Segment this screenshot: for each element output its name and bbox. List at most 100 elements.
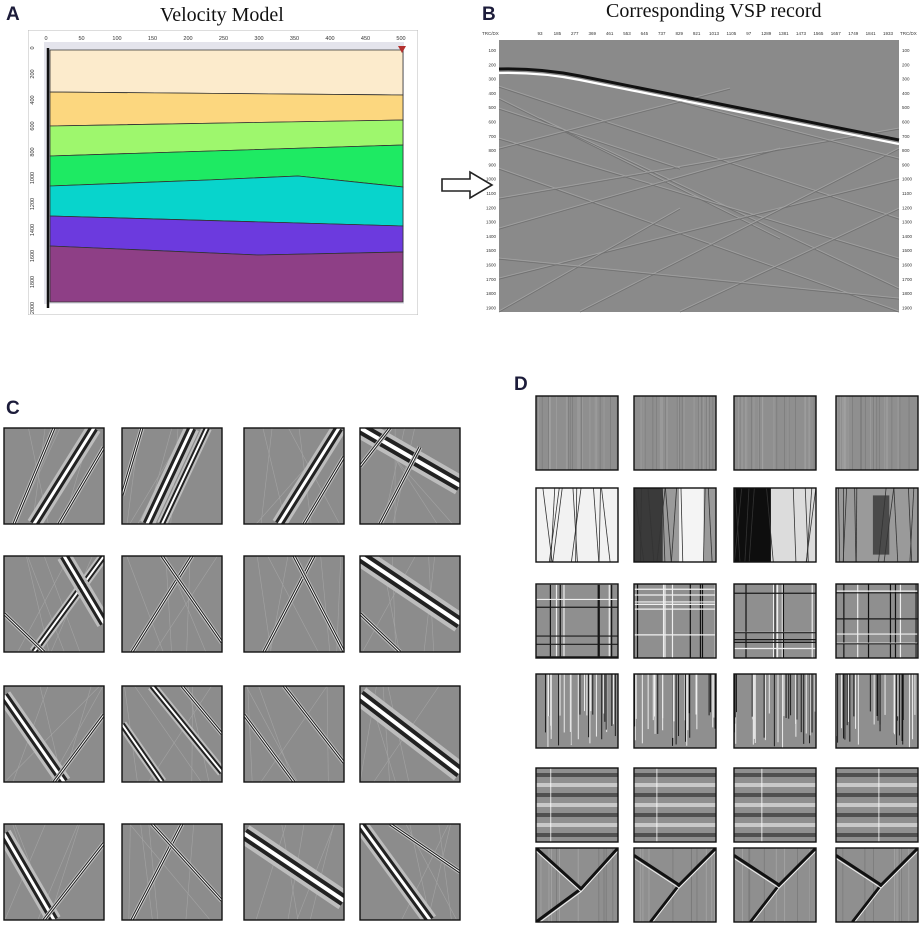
event-stripe [304,457,344,524]
panel-d-patch [535,395,619,471]
event-stripe [57,558,101,628]
velocity-y-tick: 2000 [30,302,36,314]
faint-stripe [27,556,65,652]
vsp-top-tick: 1105 [727,31,737,36]
event-stripe [4,698,63,782]
vsp-y-tick-right: 900 [902,162,910,167]
faint-stripe [187,686,210,782]
event-stripe [69,556,104,615]
event-stripe [283,686,344,764]
vsp-faint-event [498,97,781,239]
panel-d-patch [835,583,919,659]
faint-stripe [326,686,329,782]
vsp-y-tick-right: 1400 [902,234,913,239]
velocity-x-tick: 450 [361,36,370,42]
velocity-x-tick: 200 [183,36,192,42]
vsp-top-tick: 921 [693,31,701,36]
velocity-y-tick: 400 [30,95,36,104]
light-region [679,488,704,562]
patch-border [121,555,223,653]
panel-label-a: A [6,4,20,25]
event-stripe [7,691,71,780]
event-stripe [31,556,103,652]
event-stripe [51,713,103,782]
vsp-y-tick-left: 1400 [486,234,497,239]
event-stripe [129,556,191,652]
patch-background [734,396,816,470]
velocity-y-tick: 1200 [30,198,36,210]
faint-stripe [126,556,164,652]
patch-background [536,584,618,658]
vsp-y-tick-right: 1300 [902,220,913,225]
event-stripe [244,836,343,906]
vsp-faint-event [498,167,900,312]
horizontal-band [836,823,918,827]
velocity-y-tick: 1400 [30,224,36,236]
event-stripe [389,824,460,874]
event-stripe [372,428,460,479]
event-stripe [363,687,460,765]
panel-d-patch [733,673,817,749]
faint-stripe [438,824,452,920]
patch-border [243,427,345,525]
vsp-faint-event [498,257,900,299]
event-stripe [129,824,181,920]
vsp-faint-event [498,178,900,280]
event-stripe [130,824,182,920]
horizontal-band [734,803,816,807]
horizontal-band [634,793,716,797]
vsp-y-tick-left: 300 [488,77,496,82]
texture-stripe [542,488,553,562]
texture-stripe [893,488,899,562]
texture-stripe [680,488,684,562]
vsp-top-tick: 553 [623,31,631,36]
event-stripe [265,556,317,652]
event-stripe [160,556,222,644]
vsp-faint-event [498,137,900,259]
patch-border [359,685,461,783]
event-stripe [244,715,294,782]
panel-d-patch [633,673,717,749]
event-stripe [148,428,197,524]
patch-border [633,395,717,471]
velocity-y-tick: 1600 [30,250,36,262]
texture-stripe [883,488,895,562]
patch-border [733,487,817,563]
faint-stripe [129,824,211,920]
event-stripe [11,428,53,524]
panel-c-patch [121,823,223,921]
horizontal-band [536,773,618,777]
event-stripe [159,556,221,644]
vsp-y-tick-left: 1700 [486,277,497,282]
vsp-faint-event [498,207,681,312]
faint-stripe [260,686,328,782]
velocity-model-title: Velocity Model [160,4,284,26]
patch-border [535,673,619,749]
patch-background [634,396,716,470]
velocity-x-tick: 100 [112,36,121,42]
vsp-faint-event [498,127,900,199]
faint-stripe [267,556,319,652]
panel-c-patch [243,823,345,921]
horizontal-band [836,783,918,787]
texture-stripe [593,488,600,562]
event-stripe [360,428,460,488]
horizontal-band [734,773,816,777]
vsp-direct-arrival [498,67,900,142]
velocity-x-tick: 150 [148,36,157,42]
velocity-layer [49,245,404,303]
vsp-top-tick: 185 [554,31,562,36]
event-stripe [291,556,343,652]
vsp-events [498,85,900,313]
patch-background [734,674,816,748]
vsp-top-tick: 1841 [866,31,877,36]
vsp-top-tick: 1657 [831,31,842,36]
panel-d-patch [535,767,619,843]
vsp-y-tick-left: 500 [488,105,496,110]
event-stripe [165,429,212,524]
vsp-y-tick-right: 700 [902,134,910,139]
panel-label-d: D [514,374,528,395]
panel-c-patch [3,427,105,525]
horizontal-band [634,833,716,837]
patch-border [835,767,919,843]
